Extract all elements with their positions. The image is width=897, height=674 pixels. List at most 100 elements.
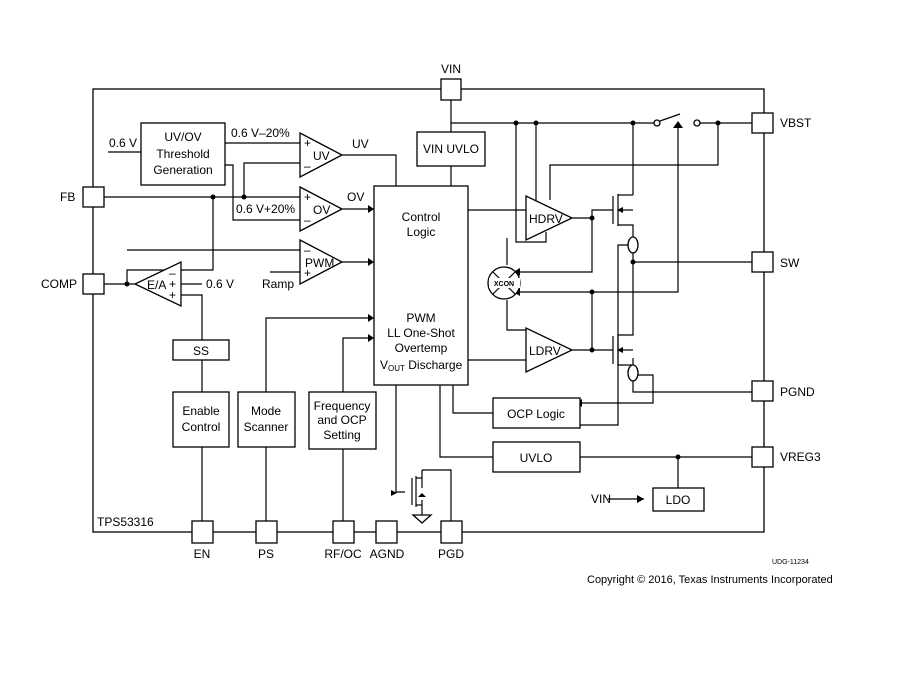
pin-en: EN [191, 520, 214, 561]
pin-pgd: PGD [438, 520, 464, 561]
svg-text:–: – [304, 243, 311, 257]
svg-text:VBST: VBST [780, 116, 812, 130]
svg-text:+: + [169, 288, 176, 302]
pin-fb: FB [60, 186, 105, 208]
svg-text:Scanner: Scanner [244, 420, 289, 434]
svg-text:Control: Control [402, 210, 441, 224]
document-id: UDG-11234 [772, 559, 809, 566]
uv-ov-threshold-block: UV/OV Threshold Generation [140, 122, 226, 186]
svg-text:Generation: Generation [153, 163, 212, 177]
svg-text:UV/OV: UV/OV [164, 130, 201, 144]
svg-text:Threshold: Threshold [156, 147, 209, 161]
switch-contact [693, 119, 701, 127]
fet-arrow [418, 493, 426, 497]
svg-text:PGD: PGD [438, 547, 464, 561]
svg-text:PS: PS [258, 547, 274, 561]
enable-control-block: Enable Control [172, 391, 230, 448]
ldrv-driver: LDRV [525, 326, 574, 374]
svg-text:VIN: VIN [441, 62, 461, 76]
ramp-label: Ramp [262, 277, 294, 291]
uv-threshold-label: 0.6 V–20% [231, 126, 290, 140]
pin-pgnd: PGND [751, 380, 815, 402]
ov-threshold-label: 0.6 V+20% [236, 202, 295, 216]
ov-output-label: OV [347, 190, 364, 204]
svg-text:SW: SW [780, 256, 800, 270]
svg-text:PWM: PWM [406, 311, 435, 325]
switch-contact [653, 119, 661, 127]
svg-text:XCON: XCON [494, 281, 514, 288]
pin-sw: SW [751, 251, 800, 273]
pin-agnd: AGND [370, 520, 405, 561]
svg-text:Control: Control [182, 420, 221, 434]
svg-text:COMP: COMP [41, 277, 77, 291]
svg-text:LDO: LDO [666, 493, 691, 507]
pin-vreg3: VREG3 [751, 446, 821, 468]
svg-text:VIN UVLO: VIN UVLO [423, 142, 479, 156]
ls-current-sense [627, 364, 639, 382]
svg-text:PWM: PWM [305, 256, 334, 270]
svg-text:E/A: E/A [147, 278, 166, 292]
control-logic-block: Control Logic PWM LL One-Shot Overtemp V… [373, 185, 469, 386]
pin-rf-oc: RF/OC [324, 520, 362, 561]
xcon-circle: XCON [487, 266, 521, 300]
ldo-block: LDO [652, 487, 705, 512]
low-side-mosfet [612, 330, 634, 366]
pin-ps: PS [255, 520, 278, 561]
svg-text:SS: SS [193, 344, 209, 358]
ea-ref-label: 0.6 V [206, 277, 234, 291]
vin-uvlo-block: VIN UVLO [416, 131, 486, 167]
ss-block: SS [172, 339, 230, 361]
svg-text:OV: OV [313, 203, 330, 217]
copyright: Copyright © 2016, Texas Instruments Inco… [587, 574, 833, 586]
svg-text:UVLO: UVLO [520, 451, 553, 465]
svg-text:VREG3: VREG3 [780, 450, 821, 464]
svg-text:–: – [169, 266, 176, 280]
svg-text:EN: EN [194, 547, 211, 561]
svg-text:RF/OC: RF/OC [324, 547, 362, 561]
svg-text:–: – [304, 213, 311, 227]
svg-text:Logic: Logic [407, 225, 436, 239]
pin-vin: VIN [440, 62, 462, 101]
svg-text:Overtemp: Overtemp [395, 341, 448, 355]
svg-text:+: + [304, 266, 311, 280]
mode-scanner-block: Mode Scanner [237, 391, 296, 448]
high-side-mosfet [612, 194, 634, 230]
ov-comparator: + – OV [299, 185, 344, 233]
svg-text:VOUT Discharge: VOUT Discharge [380, 358, 463, 373]
svg-text:–: – [304, 159, 311, 173]
uv-output-label: UV [352, 137, 369, 151]
junction-dots [124, 120, 721, 460]
svg-text:+: + [169, 277, 176, 291]
svg-text:Enable: Enable [182, 404, 220, 418]
uvlo-block: UVLO [492, 441, 581, 473]
svg-text:Setting: Setting [323, 428, 360, 442]
hs-current-sense [627, 236, 639, 254]
pwm-comparator: – + PWM [299, 238, 344, 286]
svg-text:OCP Logic: OCP Logic [507, 407, 565, 421]
pin-vbst: VBST [751, 112, 812, 134]
ocp-logic-block: OCP Logic [492, 397, 581, 429]
svg-text:LDRV: LDRV [529, 344, 561, 358]
svg-text:Mode: Mode [251, 404, 281, 418]
wires [104, 100, 752, 532]
uv-comparator: + – UV [299, 131, 344, 179]
part-number: TPS53316 [97, 515, 154, 529]
svg-text:PGND: PGND [780, 385, 815, 399]
svg-text:and OCP: and OCP [317, 413, 366, 427]
ref-06v-label: 0.6 V [109, 136, 137, 150]
svg-text:AGND: AGND [370, 547, 405, 561]
frequency-ocp-block: Frequency and OCP Setting [308, 391, 377, 450]
ldo-vin-label: VIN [591, 492, 611, 506]
error-amplifier: – + + E/A [133, 260, 182, 308]
svg-text:LL One-Shot: LL One-Shot [387, 326, 455, 340]
ground-icon [411, 514, 433, 524]
svg-text:FB: FB [60, 190, 75, 204]
pin-comp: COMP [41, 273, 105, 295]
svg-text:HDRV: HDRV [529, 212, 563, 226]
svg-text:UV: UV [313, 149, 330, 163]
hdrv-driver: HDRV [525, 194, 574, 242]
svg-text:+: + [304, 190, 311, 204]
svg-text:+: + [304, 136, 311, 150]
svg-text:Frequency: Frequency [314, 399, 371, 413]
